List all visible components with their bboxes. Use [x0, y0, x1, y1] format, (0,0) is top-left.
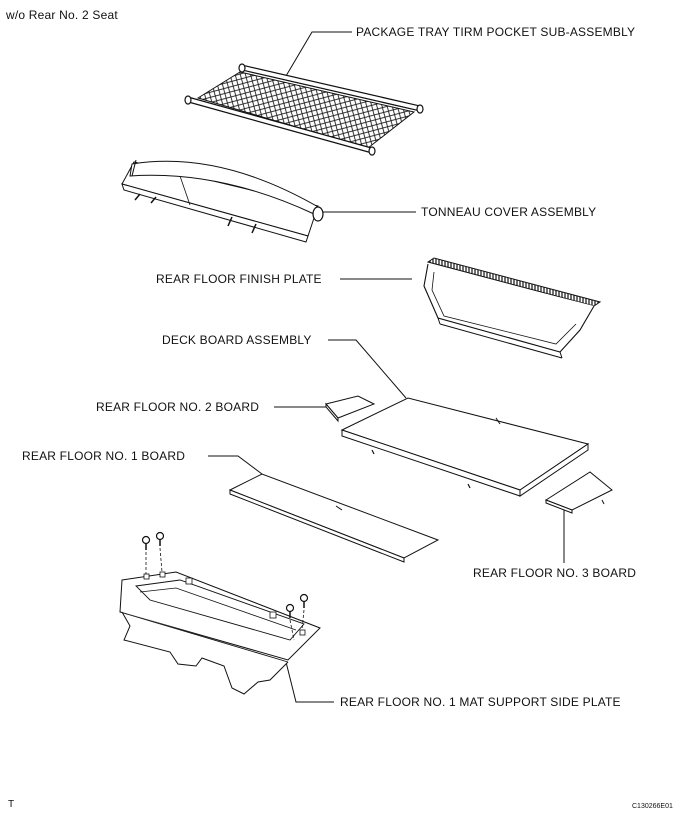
deck-board — [340, 397, 590, 497]
package-tray-net — [184, 63, 424, 156]
mat-support-side-plate — [119, 571, 321, 695]
rear-floor-no1-board — [228, 473, 440, 563]
rear-floor-finish-plate — [423, 257, 602, 359]
figure-code: C130266E01 — [632, 803, 673, 810]
label-package-tray: PACKAGE TRAY TIRM POCKET SUB-ASSEMBLY — [356, 25, 636, 39]
label-mat-support: REAR FLOOR NO. 1 MAT SUPPORT SIDE PLATE — [340, 695, 621, 709]
rear-floor-no3-board — [544, 471, 613, 514]
label-deck-board: DECK BOARD ASSEMBLY — [162, 333, 312, 347]
screws — [141, 531, 309, 641]
leader-lines — [208, 31, 565, 703]
label-finish-plate: REAR FLOOR FINISH PLATE — [156, 272, 322, 286]
label-rear-floor-no3: REAR FLOOR NO. 3 BOARD — [473, 566, 637, 580]
label-rear-floor-no1: REAR FLOOR NO. 1 BOARD — [22, 449, 186, 463]
diagram-subtitle: w/o Rear No. 2 Seat — [6, 8, 118, 22]
label-rear-floor-no2: REAR FLOOR NO. 2 BOARD — [96, 400, 260, 414]
label-tonneau-cover: TONNEAU COVER ASSEMBLY — [421, 205, 597, 219]
tonneau-cover — [121, 159, 324, 243]
corner-mark: T — [8, 799, 15, 810]
rear-floor-no2-board — [325, 395, 376, 423]
